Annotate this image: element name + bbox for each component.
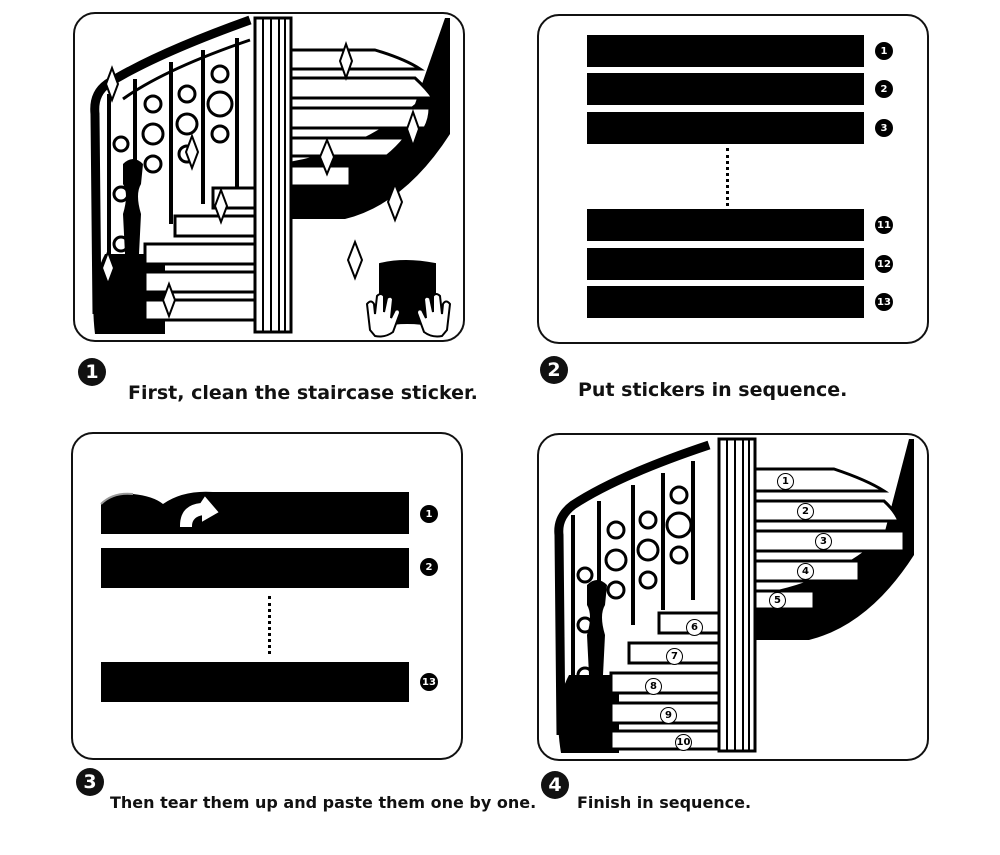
step-order-number: 6 xyxy=(686,619,703,636)
strip-number: 1 xyxy=(420,505,438,523)
step-order-number: 4 xyxy=(797,563,814,580)
step-order-number: 1 xyxy=(777,473,794,490)
panel-step-4: 1 2 3 4 5 6 7 8 9 10 xyxy=(537,433,929,761)
spiral-staircase-icon xyxy=(90,15,452,338)
step-order-number: 10 xyxy=(675,734,692,751)
step-order-number: 2 xyxy=(797,503,814,520)
strip-number: 2 xyxy=(875,80,893,98)
sticker-strip xyxy=(587,35,864,67)
panel-step-3: 1 2 13 xyxy=(71,432,463,760)
sticker-strip xyxy=(587,73,864,105)
step-order-number: 3 xyxy=(815,533,832,550)
step-order-number: 5 xyxy=(769,592,786,609)
step-caption: Then tear them up and paste them one by … xyxy=(110,793,537,812)
step-number-badge: 2 xyxy=(540,356,568,384)
step-order-number: 8 xyxy=(645,678,662,695)
ellipsis-dots xyxy=(268,596,271,654)
step-number-badge: 3 xyxy=(76,768,104,796)
spiral-staircase-icon xyxy=(554,437,914,753)
sticker-strip xyxy=(587,286,864,318)
peel-arrow-icon xyxy=(179,496,219,527)
step-number-badge: 1 xyxy=(78,358,106,386)
panel-step-2: 1 2 3 11 12 13 xyxy=(537,14,929,344)
strip-number: 12 xyxy=(875,255,893,273)
ellipsis-dots xyxy=(726,148,729,206)
strip-number: 2 xyxy=(420,558,438,576)
step-caption: Put stickers in sequence. xyxy=(578,379,848,401)
panel-step-1 xyxy=(73,12,465,342)
step-order-number: 7 xyxy=(666,648,683,665)
sparkle-icon xyxy=(100,40,421,319)
strip-number: 13 xyxy=(875,293,893,311)
hands-holding-sticker-icon xyxy=(365,260,452,338)
step-caption: First, clean the staircase sticker. xyxy=(128,382,478,404)
strip-number: 13 xyxy=(420,673,438,691)
step-number-badge: 4 xyxy=(541,771,569,799)
peeling-strip xyxy=(100,491,409,534)
sticker-strip xyxy=(587,209,864,241)
step-order-number: 9 xyxy=(660,707,677,724)
sticker-strip xyxy=(587,248,864,280)
strip-number: 11 xyxy=(875,216,893,234)
sticker-strip xyxy=(587,112,864,144)
strip-number: 1 xyxy=(875,42,893,60)
sticker-strip xyxy=(101,662,409,702)
step-caption: Finish in sequence. xyxy=(577,793,752,812)
strip-number: 3 xyxy=(875,119,893,137)
sticker-strip xyxy=(101,548,409,588)
